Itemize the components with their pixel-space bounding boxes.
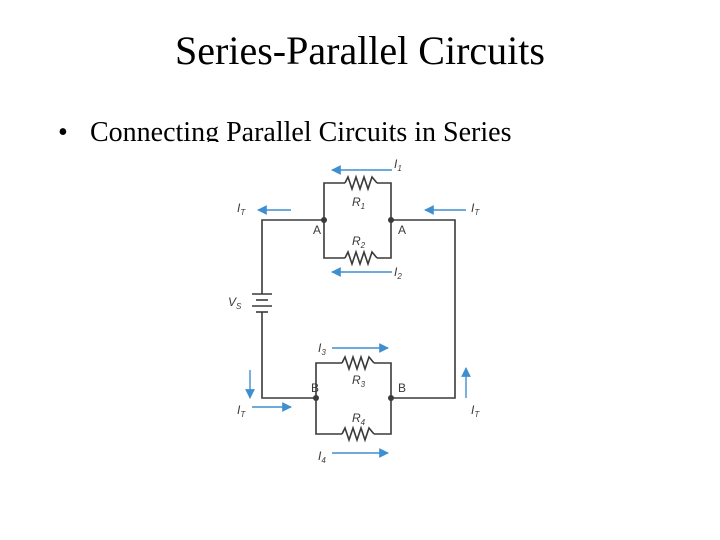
label-r2: R2 — [352, 234, 366, 250]
resistor-r4 — [341, 425, 375, 443]
parallel-branch-a-bottom — [323, 220, 392, 259]
label-vs: VS — [228, 295, 242, 311]
label-r3: R3 — [352, 373, 366, 389]
node-a-right — [388, 217, 394, 223]
circuit-labels: VS R1 R2 R3 R4 A A B B I1 I2 I3 I4 IT IT… — [228, 157, 480, 465]
parallel-branch-b-top — [315, 362, 392, 398]
node-b-right — [388, 395, 394, 401]
label-it-bottom-right: IT — [471, 403, 480, 419]
label-i4: I4 — [318, 449, 326, 465]
bullet-item: • Connecting Parallel Circuits in Series — [58, 112, 511, 142]
left-wire-bottom — [261, 312, 316, 399]
battery-symbol — [252, 293, 272, 313]
label-node-b-left: B — [311, 381, 319, 395]
label-i3: I3 — [318, 341, 326, 357]
label-node-a-left: A — [313, 223, 321, 237]
node-a-left — [321, 217, 327, 223]
parallel-branch-b-bottom — [315, 398, 392, 435]
junction-nodes — [313, 217, 394, 401]
node-b-left — [313, 395, 319, 401]
left-wire-top — [261, 219, 324, 294]
label-r4: R4 — [352, 411, 366, 427]
current-arrows — [245, 165, 471, 458]
parallel-branch-a-top — [323, 182, 392, 220]
resistors — [341, 174, 378, 443]
label-it-top-right: IT — [471, 201, 480, 217]
circuit-wires — [261, 182, 456, 435]
slide-title: Series-Parallel Circuits — [175, 28, 545, 73]
bullet-dot: • — [58, 117, 68, 142]
resistor-r2 — [344, 249, 378, 267]
label-it-bottom-left: IT — [237, 403, 246, 419]
label-node-a-right: A — [398, 223, 406, 237]
bullet-text: Connecting Parallel Circuits in Series — [90, 117, 512, 142]
label-node-b-right: B — [398, 381, 406, 395]
right-wire — [391, 219, 456, 399]
label-i1: I1 — [394, 157, 402, 173]
label-r1: R1 — [352, 195, 365, 211]
resistor-r3 — [341, 354, 375, 372]
label-i2: I2 — [394, 265, 402, 281]
resistor-r1 — [344, 174, 378, 192]
label-it-top-left: IT — [237, 201, 246, 217]
